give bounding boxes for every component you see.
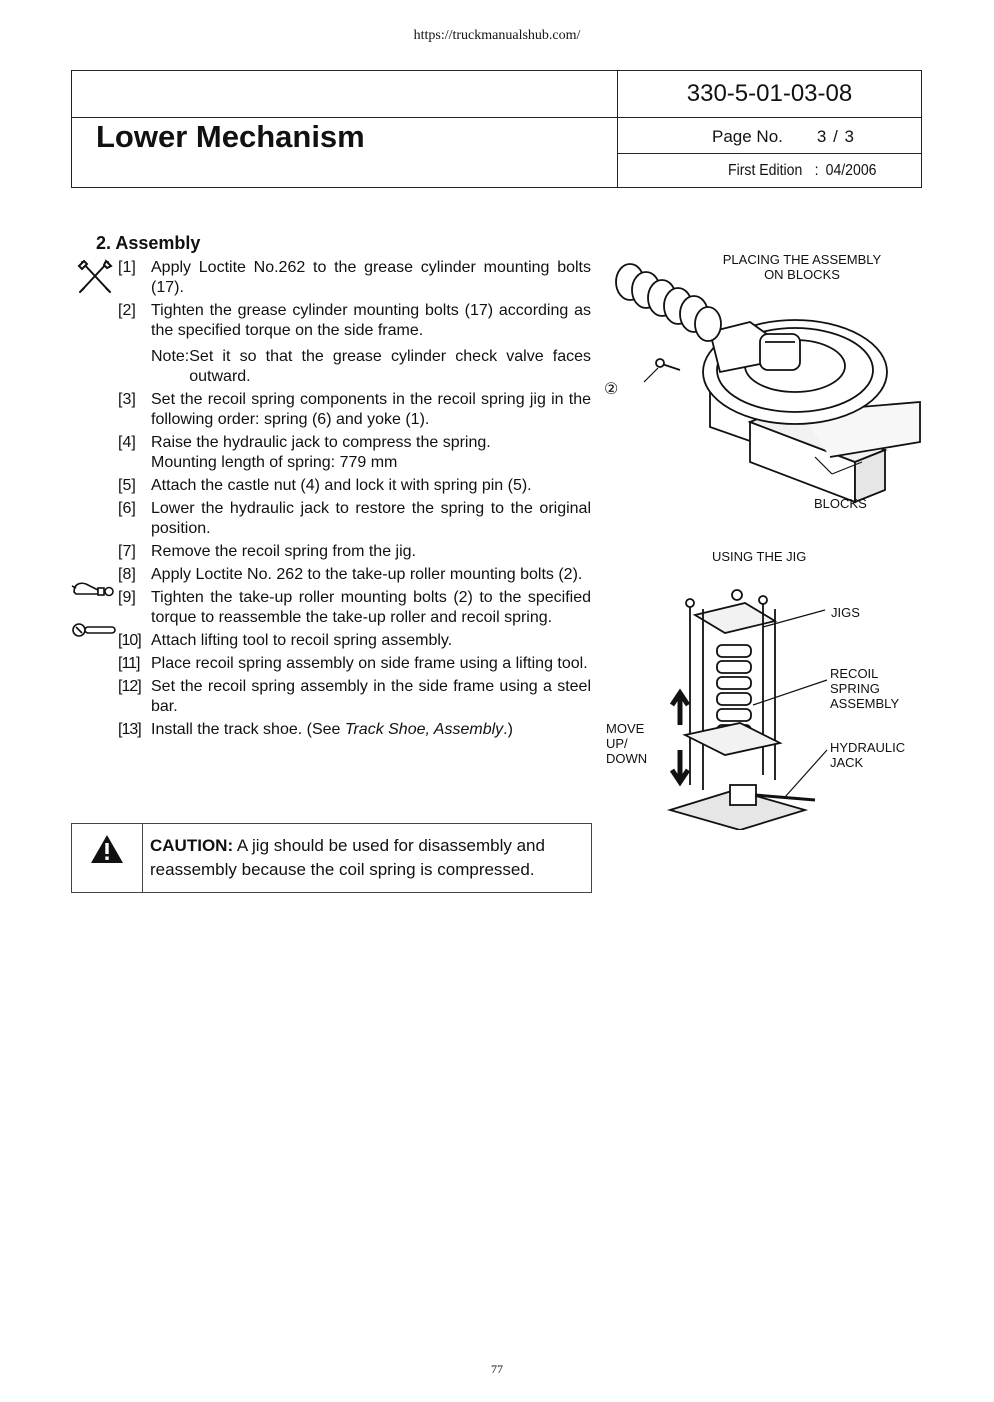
- step-text-part: Install the track shoe. (See: [151, 721, 345, 738]
- page-title: Lower Mechanism: [96, 119, 365, 154]
- recoil-spring-jig-illustration: [666, 589, 828, 830]
- note-text: Set it so that the grease cylinder check…: [189, 348, 591, 385]
- step-text: Attach lifting tool to recoil spring ass…: [151, 632, 453, 649]
- step-number: [11]: [118, 655, 141, 672]
- step-number: [8]: [118, 566, 136, 583]
- figure2-hydraulic-label: HYDRAULIC JACK: [830, 740, 905, 770]
- label-line: DOWN: [606, 751, 648, 766]
- caution-box: CAUTION: A jig should be used for disass…: [71, 823, 592, 893]
- assembly-steps: [1] Apply Loctite No.262 to the grease cy…: [118, 258, 591, 743]
- step-number: [4]: [118, 434, 136, 451]
- step-number: [3]: [118, 391, 136, 408]
- step-number: [12]: [118, 678, 142, 695]
- step-text: Remove the recoil spring from the jig.: [151, 543, 416, 560]
- edition-field: First Edition:04/2006: [728, 162, 877, 180]
- figure1-caption-line: PLACING THE ASSEMBLY: [722, 252, 882, 267]
- page-number: 77: [491, 1362, 503, 1376]
- step-item: [13] Install the track shoe. (See Track S…: [118, 720, 591, 740]
- section-title: 2. Assembly: [96, 233, 201, 253]
- step-item: [3] Set the recoil spring components in t…: [118, 390, 591, 430]
- step-text: Install the track shoe. (See Track Shoe,…: [151, 720, 591, 740]
- step-item: [5] Attach the castle nut (4) and lock it…: [118, 476, 591, 496]
- step-item: [9] Tighten the take-up roller mounting b…: [118, 588, 591, 628]
- step-item: [1] Apply Loctite No.262 to the grease cy…: [118, 258, 591, 298]
- header-divider: [72, 117, 921, 118]
- recoil-assembly-on-blocks-illustration: [615, 263, 921, 504]
- step-text: Apply Loctite No.262 to the grease cylin…: [151, 259, 591, 296]
- step-item: [2] Tighten the grease cylinder mounting …: [118, 301, 591, 341]
- edition-value: 04/2006: [825, 162, 877, 179]
- source-url[interactable]: https://truckmanualshub.com/: [413, 28, 581, 43]
- header-divider: [617, 153, 921, 154]
- label-line: UP/: [606, 736, 628, 751]
- figure2-jigs-label: JIGS: [831, 605, 860, 620]
- figure1-blocks-label: BLOCKS: [814, 496, 867, 511]
- torque-wrench-icon: [72, 623, 116, 637]
- note-label: Note:: [151, 348, 190, 365]
- step-text: Apply Loctite No. 262 to the take-up rol…: [151, 566, 583, 583]
- step-text: Raise the hydraulic jack to compress the…: [151, 433, 591, 473]
- page-number-field: Page No. 3 / 3: [712, 127, 855, 147]
- step-number: [6]: [118, 500, 136, 517]
- step-text: Tighten the take-up roller mounting bolt…: [151, 589, 591, 626]
- page-label: Page No.: [712, 127, 783, 146]
- step-text: Set the recoil spring components in the …: [151, 391, 591, 428]
- figure2-move-label: MOVE UP/ DOWN: [606, 721, 647, 766]
- figure2-recoil-label: RECOIL SPRING ASSEMBLY: [830, 666, 899, 711]
- label-line: HYDRAULIC: [830, 740, 906, 755]
- step-text: Place recoil spring assembly on side fra…: [151, 655, 588, 672]
- label-line: RECOIL: [830, 666, 879, 681]
- tools-icon: [77, 259, 113, 293]
- step-number: [2]: [118, 302, 136, 319]
- edition-colon: :: [814, 162, 819, 179]
- step-item: [11] Place recoil spring assembly on side…: [118, 654, 591, 674]
- header-table: 330-5-01-03-08 Lower Mechanism Page No. 3…: [71, 70, 922, 188]
- step-item: [4] Raise the hydraulic jack to compress …: [118, 433, 591, 473]
- step-text: Lower the hydraulic jack to restore the …: [151, 500, 591, 537]
- step-number: [5]: [118, 477, 136, 494]
- label-line: ASSEMBLY: [830, 696, 900, 711]
- step-item: [7] Remove the recoil spring from the jig…: [118, 542, 591, 562]
- step-number: [13]: [118, 721, 142, 738]
- caution-divider: [142, 824, 143, 892]
- step-text: Attach the castle nut (4) and lock it wi…: [151, 477, 532, 494]
- step-number: [10]: [118, 632, 142, 649]
- step-text: Tighten the grease cylinder mounting bol…: [151, 302, 591, 339]
- step-item: [6] Lower the hydraulic jack to restore t…: [118, 499, 591, 539]
- label-line: SPRING: [830, 681, 880, 696]
- step-number: [1]: [118, 259, 136, 276]
- page-value: 3 / 3: [816, 127, 855, 146]
- step-item: [12] Set the recoil spring assembly in th…: [118, 677, 591, 717]
- edition-label: First Edition: [728, 162, 803, 179]
- caution-text: CAUTION: A jig should be used for disass…: [150, 834, 586, 882]
- figure2-caption: USING THE JIG: [712, 549, 807, 564]
- caution-message: A jig should be used for disassembly and…: [150, 836, 545, 879]
- caution-label: CAUTION:: [150, 836, 234, 855]
- loctite-tube-icon: [71, 582, 114, 597]
- step-number: [9]: [118, 589, 136, 606]
- step-text-part: .): [503, 721, 513, 738]
- figure1-caption-line: ON BLOCKS: [764, 267, 840, 282]
- step-number: [7]: [118, 543, 136, 560]
- step-item: [10] Attach lifting tool to recoil spring…: [118, 631, 591, 651]
- warning-icon: [91, 835, 123, 863]
- step-item: [8] Apply Loctite No. 262 to the take-up …: [118, 565, 591, 585]
- figure1-caption: PLACING THE ASSEMBLY ON BLOCKS: [718, 252, 886, 282]
- label-line: MOVE: [606, 721, 645, 736]
- figure1-callout: ②: [604, 381, 619, 398]
- label-line: JACK: [830, 755, 864, 770]
- doc-code: 330-5-01-03-08: [686, 80, 853, 107]
- step-text-line: Mounting length of spring: 779 mm: [151, 454, 398, 471]
- step-text-reference: Track Shoe, Assembly: [344, 721, 504, 738]
- step-text: Set the recoil spring assembly in the si…: [151, 678, 591, 715]
- note: Note: Set it so that the grease cylinder…: [151, 347, 591, 387]
- step-text-line: Raise the hydraulic jack to compress the…: [151, 434, 491, 451]
- header-divider: [617, 71, 618, 187]
